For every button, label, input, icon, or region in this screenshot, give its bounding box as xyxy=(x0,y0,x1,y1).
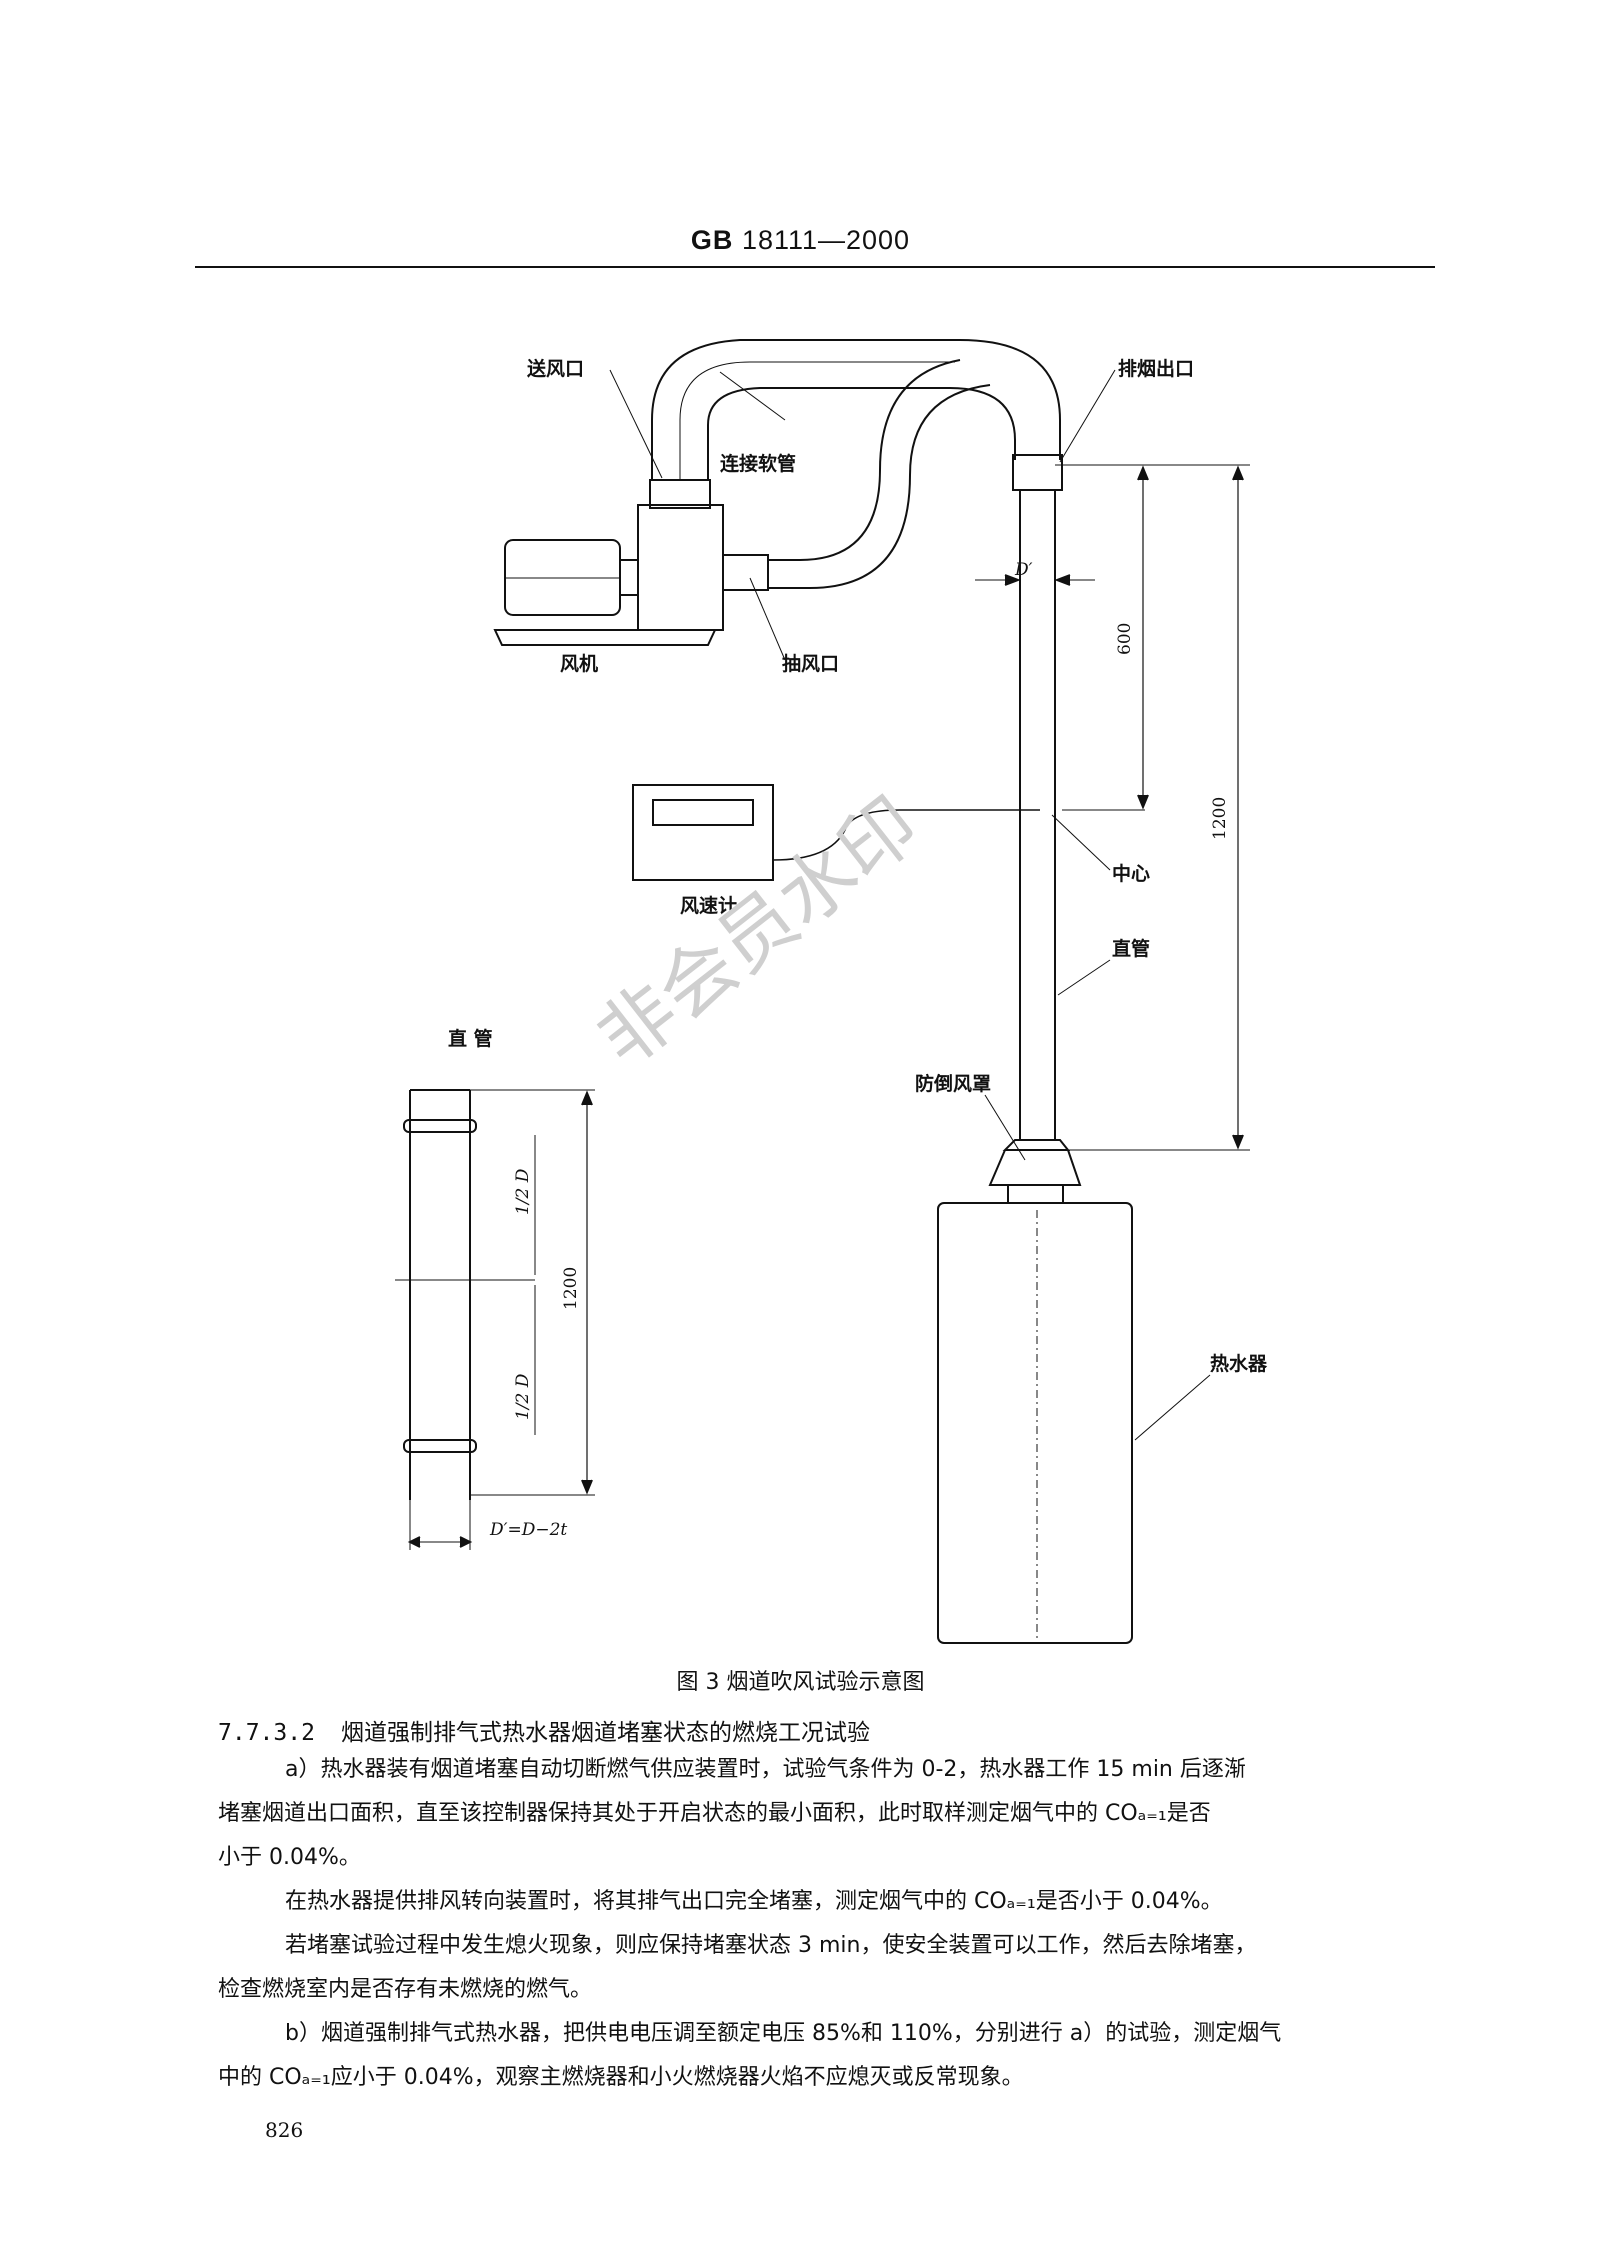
para-b-line2: 中的 COₐ₌₁应小于 0.04%，观察主燃烧器和小火燃烧器火焰不应熄灭或反常现… xyxy=(218,2065,1024,2090)
air-supply-port xyxy=(649,479,711,509)
label-straight-pipe: 直管 xyxy=(1112,937,1150,960)
flue-outlet-collar xyxy=(1012,454,1063,491)
section-number: 7.7.3.2 xyxy=(218,1720,315,1746)
label-center: 中心 xyxy=(1112,862,1150,885)
para-a-line3: 小于 0.04%。 xyxy=(218,1845,361,1870)
water-heater-body xyxy=(937,1202,1133,1644)
label-flexible-hose: 连接软管 xyxy=(720,452,796,475)
label-fan: 风机 xyxy=(560,653,598,675)
para-3-line2: 检查燃烧室内是否存有未燃烧的燃气。 xyxy=(218,1977,593,2002)
label-anti-backdraft-hood: 防倒风罩 xyxy=(915,1072,991,1095)
para-a-line2: 堵塞烟道出口面积，直至该控制器保持其处于开启状态的最小面积，此时取样测定烟气中的… xyxy=(218,1801,1211,1826)
suction-port xyxy=(722,554,769,591)
label-d-prime: D′ xyxy=(1014,560,1033,580)
label-air-supply-port: 送风口 xyxy=(527,357,584,380)
dim-half-d-top: 1/2 D xyxy=(513,1168,533,1215)
anemometer-device xyxy=(632,784,774,881)
label-suction-port: 抽风口 xyxy=(782,652,839,675)
para-2: 在热水器提供排风转向装置时，将其排气出口完全堵塞，测定烟气中的 COₐ₌₁是否小… xyxy=(285,1889,1223,1914)
para-b-line1: b）烟道强制排气式热水器，把供电电压调至额定电压 85%和 110%，分别进行 … xyxy=(285,2021,1282,2046)
fan-base xyxy=(493,629,717,646)
dim-d-formula: D′=D−2t xyxy=(489,1520,567,1540)
label-water-heater: 热水器 xyxy=(1210,1352,1268,1375)
page-number: 826 xyxy=(265,2118,304,2142)
figure-caption: 图 3 烟道吹风试验示意图 xyxy=(676,1670,925,1695)
section-heading: 7.7.3.2 烟道强制排气式热水器烟道堵塞状态的燃烧工况试验 xyxy=(218,1713,870,1747)
label-flue-outlet: 排烟出口 xyxy=(1118,357,1194,380)
dim-600: 600 xyxy=(1115,623,1135,655)
para-3-line1: 若堵塞试验过程中发生熄火现象，则应保持堵塞状态 3 min，使安全装置可以工作，… xyxy=(285,1933,1257,1958)
standard-header: GB 18111—2000 xyxy=(0,225,1601,256)
section-title: 烟道强制排气式热水器烟道堵塞状态的燃烧工况试验 xyxy=(340,1720,870,1746)
standard-number: 18111—2000 xyxy=(741,225,911,255)
dim-half-d-bottom: 1/2 D xyxy=(513,1373,533,1420)
anti-backdraft-hood xyxy=(988,1149,1082,1186)
standard-code: GB xyxy=(690,225,734,255)
label-straight-pipe-detail: 直 管 xyxy=(448,1027,493,1050)
para-a-line1: a）热水器装有烟道堵塞自动切断燃气供应装置时，试验气条件为 0-2，热水器工作 … xyxy=(285,1757,1246,1782)
fan-housing xyxy=(637,504,724,631)
dim-1200-left: 1200 xyxy=(561,1267,581,1310)
dim-1200-right: 1200 xyxy=(1210,797,1230,840)
header-rule xyxy=(195,266,1435,268)
label-anemometer: 风速计 xyxy=(680,894,737,917)
